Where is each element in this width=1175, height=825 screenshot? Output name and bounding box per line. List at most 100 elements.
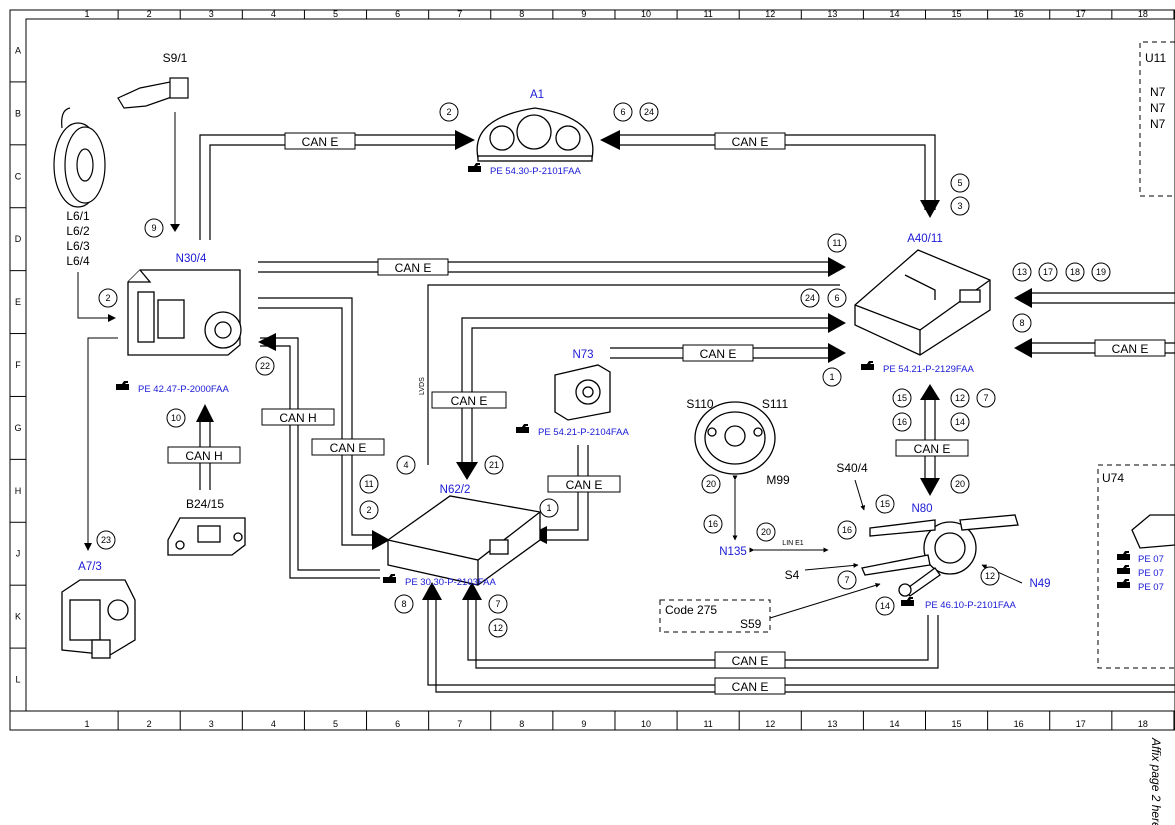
grid-col-8: 8: [519, 719, 524, 729]
ref-n62-2: PE 30.30-P-2103FAA: [405, 577, 496, 588]
grid-row-L: L: [15, 675, 20, 685]
callout-c19: 19: [1091, 262, 1111, 282]
callout-c2a: 2: [439, 102, 459, 122]
ref-n80: PE 46.10-P-2101FAA: [925, 600, 1016, 611]
svg-text:16: 16: [708, 519, 718, 529]
ref-u74-3: PE 07: [1138, 582, 1164, 593]
can-e-label-top: CAN E: [377, 258, 449, 276]
callout-c1b: 1: [539, 498, 559, 518]
can-h-label-left: CAN H: [261, 408, 335, 426]
svg-text:19: 19: [1096, 267, 1106, 277]
svg-text:CAN E: CAN E: [302, 135, 339, 149]
grid-col-17: 17: [1076, 719, 1086, 729]
component-n30-4-unit: [127, 269, 242, 356]
svg-text:CAN E: CAN E: [732, 654, 769, 668]
callout-c5: 5: [950, 173, 970, 193]
callout-c24a: 24: [639, 102, 659, 122]
pointing-hand-icon: [901, 597, 914, 606]
svg-text:CAN E: CAN E: [732, 680, 769, 694]
callout-c12c: 12: [488, 618, 508, 638]
can-h-label-b24: CAN H: [167, 446, 241, 464]
svg-text:24: 24: [805, 293, 815, 303]
callout-c8a: 8: [1012, 313, 1032, 333]
svg-text:CAN E: CAN E: [395, 261, 432, 275]
svg-text:CAN E: CAN E: [700, 347, 737, 361]
label-n135: N135: [719, 546, 747, 558]
callout-c12a: 12: [950, 388, 970, 408]
svg-text:7: 7: [983, 393, 988, 403]
svg-text:6: 6: [620, 107, 625, 117]
can-e-label-a1-right: CAN E: [714, 132, 786, 150]
grid-col-14: 14: [889, 9, 899, 19]
svg-text:20: 20: [761, 527, 771, 537]
grid-col-16: 16: [1014, 719, 1024, 729]
callout-c7a: 7: [976, 388, 996, 408]
svg-text:CAN E: CAN E: [330, 441, 367, 455]
grid-col-4: 4: [271, 9, 276, 19]
svg-text:17: 17: [1043, 267, 1053, 277]
label-a40-11: A40/11: [907, 233, 943, 245]
svg-text:7: 7: [844, 575, 849, 585]
grid-col-14: 14: [889, 719, 899, 729]
callout-c7b: 7: [837, 570, 857, 590]
svg-text:12: 12: [985, 571, 995, 581]
svg-text:23: 23: [101, 535, 111, 545]
grid-col-18: 18: [1138, 719, 1148, 729]
grid-row-J: J: [16, 549, 21, 559]
svg-text:5: 5: [957, 178, 962, 188]
grid-col-10: 10: [641, 9, 651, 19]
grid-col-5: 5: [333, 9, 338, 19]
svg-text:1: 1: [829, 372, 834, 382]
label-s110: S110: [686, 397, 713, 411]
grid-col-13: 13: [827, 9, 837, 19]
callout-c14b: 14: [875, 596, 895, 616]
component-a7-3-unit: [61, 579, 136, 659]
grid-col-1: 1: [85, 9, 90, 19]
svg-text:CAN H: CAN H: [279, 411, 316, 425]
component-n80-column-module: [861, 514, 1019, 597]
label-n30-4: N30/4: [176, 253, 207, 265]
svg-text:3: 3: [957, 201, 962, 211]
grid-col-10: 10: [641, 719, 651, 729]
grid-col-3: 3: [209, 719, 214, 729]
label-u11-item-2: N7: [1150, 101, 1166, 115]
svg-text:2: 2: [105, 293, 110, 303]
callout-c14a: 14: [950, 412, 970, 432]
callout-c16c: 16: [837, 520, 857, 540]
svg-text:16: 16: [897, 417, 907, 427]
side-note: Affix page 2 here: [1149, 737, 1163, 825]
component-n73-switch: [554, 364, 611, 421]
component-a40-11-unit: [854, 249, 991, 356]
label-s40-4: S40/4: [836, 461, 868, 475]
ref-n73: PE 54.21-P-2104FAA: [538, 427, 629, 438]
grid-row-D: D: [15, 234, 22, 244]
grid-row-F: F: [15, 360, 21, 370]
callout-c21: 21: [484, 455, 504, 475]
grid-col-2: 2: [147, 719, 152, 729]
callout-c16b: 16: [703, 514, 723, 534]
svg-text:20: 20: [955, 479, 965, 489]
can-e-label-bottom-2: CAN E: [714, 677, 786, 695]
label-s111: S111: [762, 397, 789, 411]
lin-e1-label: LIN E1: [782, 540, 804, 547]
grid-row-A: A: [15, 45, 21, 55]
grid-col-7: 7: [457, 9, 462, 19]
svg-text:9: 9: [151, 223, 156, 233]
svg-text:CAN H: CAN H: [185, 449, 222, 463]
grid-col-9: 9: [581, 9, 586, 19]
callout-c22: 22: [255, 356, 275, 376]
label-u74: U74: [1102, 471, 1124, 485]
pointing-hand-icon: [1117, 565, 1130, 574]
pointing-hand-icon: [1117, 579, 1130, 588]
label-u11-item-1: N7: [1150, 85, 1166, 99]
can-e-label-right: CAN E: [1094, 339, 1166, 357]
can-e-label-n73: CAN E: [682, 344, 754, 362]
callout-c4: 4: [396, 455, 416, 475]
label-l6-1: L6/1: [66, 209, 90, 223]
grid-col-8: 8: [519, 9, 524, 19]
label-s59: S59: [740, 617, 762, 631]
svg-text:4: 4: [403, 460, 408, 470]
